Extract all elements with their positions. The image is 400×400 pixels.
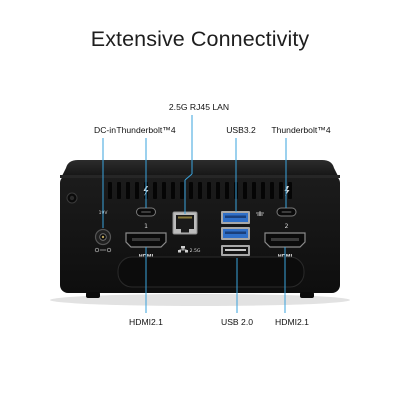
- foot-right: [300, 292, 314, 298]
- label-usb32: USB3.2: [226, 125, 256, 135]
- chassis-top: [62, 160, 338, 176]
- label-hdmi-2: HDMI2.1: [275, 317, 309, 327]
- label-lan: 2.5G RJ45 LAN: [168, 102, 230, 112]
- port-number-2: 2: [285, 223, 289, 230]
- expansion-cover: [117, 256, 305, 288]
- port-number-1: 1: [144, 223, 148, 230]
- foot-left: [86, 292, 100, 298]
- label-hdmi-1: HDMI2.1: [129, 317, 163, 327]
- network-icon: [178, 246, 188, 253]
- usb-ss-icon: [256, 211, 264, 216]
- label-thunderbolt-2: Thunderbolt™4: [271, 125, 331, 135]
- label-thunderbolt-1: Thunderbolt™4: [116, 125, 176, 135]
- dc-polarity-icon: [94, 247, 112, 253]
- floor-shadow: [50, 294, 350, 306]
- callout-lines: [102, 115, 287, 313]
- label-usb20: USB 2.0: [220, 317, 254, 327]
- page-title: Extensive Connectivity: [90, 27, 310, 51]
- lan-speed-marking: 2.5G: [190, 248, 201, 254]
- label-dc-in: DC-in: [94, 125, 116, 135]
- vent-grille: [108, 182, 292, 199]
